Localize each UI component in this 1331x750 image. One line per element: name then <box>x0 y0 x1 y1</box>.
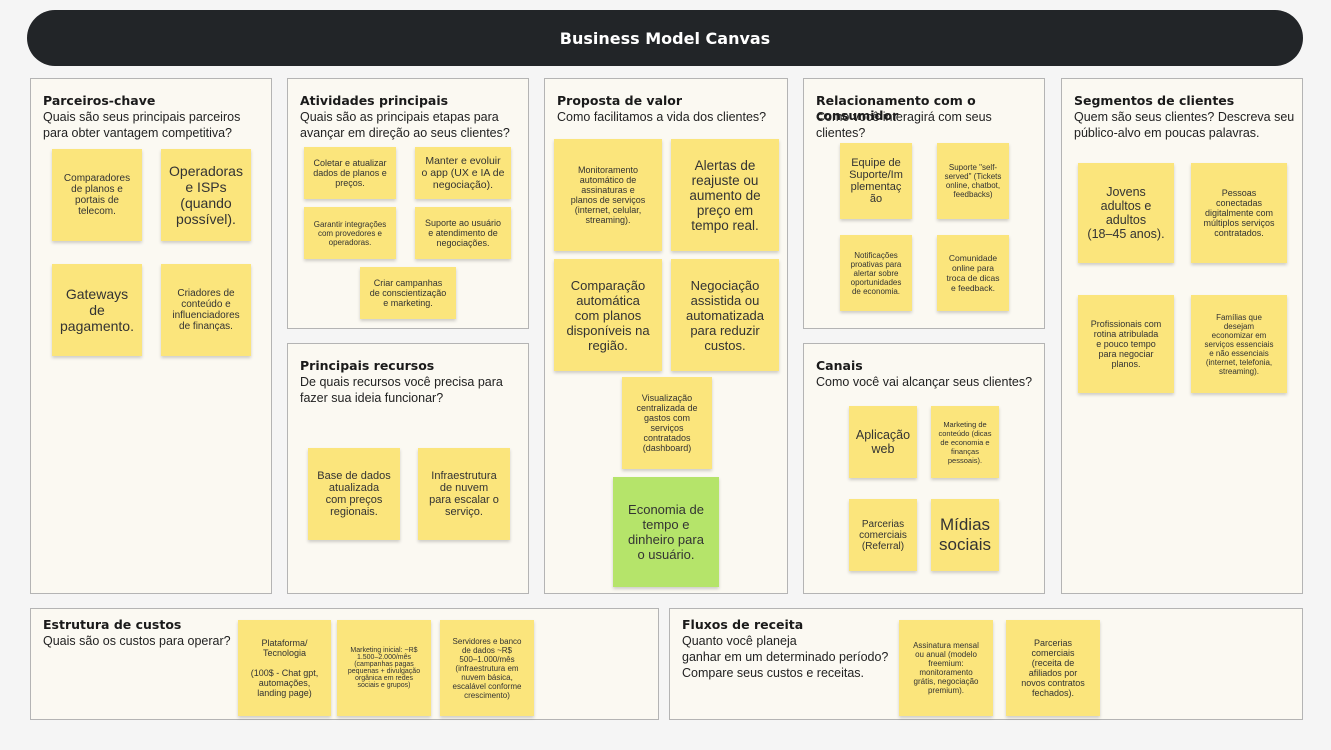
panel-customer-segments: Segmentos de clientes Quem são seus clie… <box>1061 78 1303 594</box>
sticky-note[interactable]: Comparação automática com planos disponí… <box>554 259 662 371</box>
panel-question: Quais são as principais etapas para avan… <box>300 110 510 140</box>
panel-customer-relationships: Relacionamento com o consumidor Como voc… <box>803 78 1045 329</box>
sticky-note[interactable]: Plataforma/ Tecnologia (100$ - Chat gpt,… <box>238 620 331 716</box>
sticky-note[interactable]: Negociação assistida ou automatizada par… <box>671 259 779 371</box>
sticky-note[interactable]: Base de dados atualizada com preços regi… <box>308 448 400 540</box>
panel-question: De quais recursos você precisa para faze… <box>300 375 503 405</box>
panel-title: Segmentos de clientes <box>1074 93 1235 108</box>
panel-title: Atividades principais <box>300 93 449 108</box>
canvas-title: Business Model Canvas <box>559 28 771 48</box>
panel-question: Como facilitamos a vida dos clientes? <box>557 110 767 124</box>
sticky-note[interactable]: Monitoramento automático de assinaturas … <box>554 139 662 251</box>
sticky-note[interactable]: Profissionais com rotina atribulada e po… <box>1078 295 1174 393</box>
sticky-note[interactable]: Pessoas conectadas digitalmente com múlt… <box>1191 163 1287 263</box>
sticky-note-highlight[interactable]: Economia de tempo e dinheiro para o usuá… <box>613 477 719 587</box>
sticky-note[interactable]: Manter e evoluir o app (UX e IA de negoc… <box>415 147 511 199</box>
sticky-note[interactable]: Mídias sociais <box>931 499 999 571</box>
sticky-note[interactable]: Comparadores de planos e portais de tele… <box>52 149 142 241</box>
sticky-note[interactable]: Alertas de reajuste ou aumento de preço … <box>671 139 779 251</box>
sticky-note[interactable]: Famílias que desejam economizar em servi… <box>1191 295 1287 393</box>
panel-question: Quais são seus principais parceiros para… <box>43 110 241 140</box>
panel-title: Relacionamento com o consumidor <box>816 93 976 123</box>
panel-title: Proposta de valor <box>557 93 683 108</box>
sticky-note[interactable]: Marketing inicial: ~R$ 1.500–2.000/mês (… <box>337 620 431 716</box>
panel-cost-structure: Estrutura de custos Quais são os custos … <box>30 608 659 720</box>
panel-revenue-streams: Fluxos de receita Quanto você planeja ga… <box>669 608 1303 720</box>
sticky-note[interactable]: Operadoras e ISPs (quando possível). <box>161 149 251 241</box>
panel-title: Fluxos de receita <box>682 617 804 632</box>
sticky-note[interactable]: Gateways de pagamento. <box>52 264 142 356</box>
sticky-note[interactable]: Parcerias comerciais (Referral) <box>849 499 917 571</box>
sticky-note[interactable]: Coletar e atualizar dados de planos e pr… <box>304 147 396 199</box>
sticky-note[interactable]: Marketing de conteúdo (dicas de economia… <box>931 406 999 478</box>
sticky-note[interactable]: Comunidade online para troca de dicas e … <box>937 235 1009 311</box>
panel-question: Quais são os custos para operar? <box>43 634 231 648</box>
sticky-note[interactable]: Jovens adultos e adultos (18–45 anos). <box>1078 163 1174 263</box>
panel-title: Canais <box>816 358 863 373</box>
sticky-note[interactable]: Criar campanhas de conscientização e mar… <box>360 267 456 319</box>
panel-channels: Canais Como você vai alcançar seus clien… <box>803 343 1045 594</box>
panel-title: Estrutura de custos <box>43 617 182 632</box>
panel-title: Principais recursos <box>300 358 435 373</box>
sticky-note[interactable]: Parcerias comerciais (receita de afiliad… <box>1006 620 1100 716</box>
panel-key-partners: Parceiros-chave Quais são seus principai… <box>30 78 272 594</box>
panel-value-proposition: Proposta de valor Como facilitamos a vid… <box>544 78 788 594</box>
sticky-note[interactable]: Garantir integrações com provedores e op… <box>304 207 396 259</box>
sticky-note[interactable]: Aplicação web <box>849 406 917 478</box>
sticky-note[interactable]: Equipe de Suporte/Im plementaç ão <box>840 143 912 219</box>
sticky-note[interactable]: Criadores de conteúdo e influenciadores … <box>161 264 251 356</box>
panel-question: Como você vai alcançar seus clientes? <box>816 375 1033 389</box>
sticky-note[interactable]: Suporte ao usuário e atendimento de nego… <box>415 207 511 259</box>
panel-key-resources: Principais recursos De quais recursos vo… <box>287 343 529 594</box>
sticky-note[interactable]: Notificações proativas para alertar sobr… <box>840 235 912 311</box>
panel-question: Quanto você planeja ganhar em um determi… <box>682 634 889 680</box>
panel-question: Quem são seus clientes? Descreva seu púb… <box>1074 110 1295 140</box>
sticky-note[interactable]: Servidores e banco de dados ~R$ 500–1.00… <box>440 620 534 716</box>
canvas-title-banner: Business Model Canvas <box>27 10 1303 66</box>
sticky-note[interactable]: Visualização centralizada de gastos com … <box>622 377 712 469</box>
panel-question: Como você interagirá com seus clientes? <box>816 110 992 140</box>
panel-title: Parceiros-chave <box>43 93 156 108</box>
sticky-note[interactable]: Infraestrutura de nuvem para escalar o s… <box>418 448 510 540</box>
sticky-note[interactable]: Suporte "self- served" (Tickets online, … <box>937 143 1009 219</box>
sticky-note[interactable]: Assinatura mensal ou anual (modelo freem… <box>899 620 993 716</box>
panel-key-activities: Atividades principais Quais são as princ… <box>287 78 529 329</box>
